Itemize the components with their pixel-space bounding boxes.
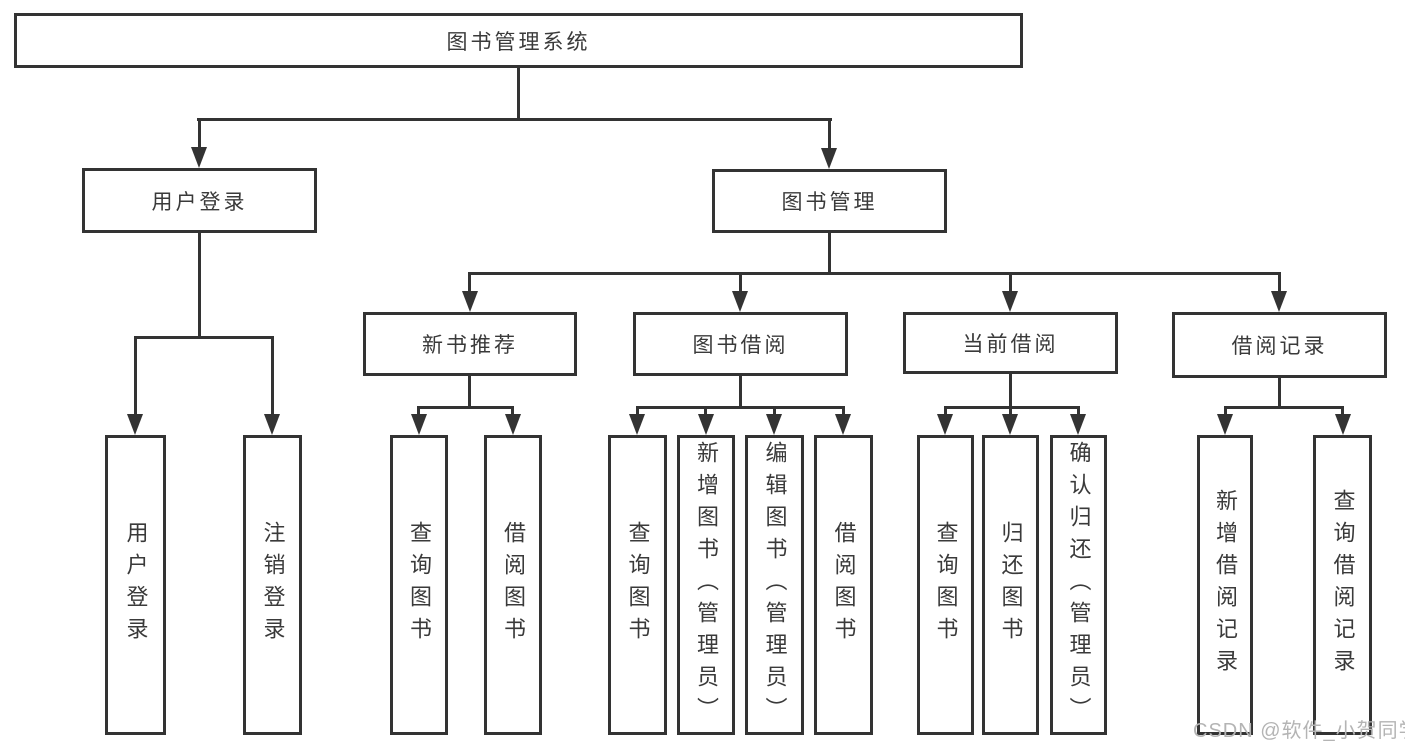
arrowhead-icon	[629, 414, 645, 435]
leaf-label: 查询图书	[625, 521, 651, 649]
connector-line	[828, 120, 831, 150]
arrowhead-icon	[462, 291, 478, 312]
leaf-query-books-current: 查询图书	[917, 435, 974, 735]
connector-line	[1009, 408, 1012, 416]
arrowhead-icon	[505, 414, 521, 435]
connector-line	[828, 232, 831, 272]
arrowhead-icon	[835, 414, 851, 435]
leaf-query-books-borrow: 查询图书	[608, 435, 667, 735]
leaf-logout: 注销登录	[243, 435, 302, 735]
connector-line	[517, 68, 520, 118]
leaf-label: 查询图书	[407, 521, 432, 649]
arrowhead-icon	[937, 414, 953, 435]
connector-line	[636, 408, 639, 416]
arrowhead-icon	[1002, 291, 1018, 312]
connector-line	[134, 338, 137, 414]
connector-line	[468, 274, 471, 292]
leaf-confirm-return-admin: 确认归还（管理员）	[1050, 435, 1107, 735]
leaf-label: 确认归还（管理员）	[1066, 441, 1092, 729]
connector-line	[271, 338, 274, 414]
node-library-management-system: 图书管理系统	[14, 13, 1023, 68]
connector-line	[468, 272, 1281, 275]
connector-line	[1278, 274, 1281, 292]
connector-line	[842, 408, 845, 416]
arrowhead-icon	[1271, 291, 1287, 312]
connector-line	[1341, 408, 1344, 416]
connector-line	[1009, 274, 1012, 292]
leaf-borrow-books-recommend: 借阅图书	[484, 435, 542, 735]
connector-line	[1224, 406, 1344, 409]
connector-line	[417, 406, 514, 409]
connector-line	[198, 120, 201, 150]
connector-line	[944, 408, 947, 416]
node-book-management: 图书管理	[712, 169, 947, 233]
connector-line	[468, 376, 471, 406]
leaf-label: 新增图书（管理员）	[694, 441, 719, 729]
leaf-label: 编辑图书（管理员）	[762, 441, 788, 729]
leaf-label: 用户登录	[123, 521, 149, 649]
leaf-label: 归还图书	[998, 521, 1024, 649]
connector-line	[417, 408, 420, 416]
arrowhead-icon	[766, 414, 782, 435]
node-book-borrow: 图书借阅	[633, 312, 848, 376]
node-user-login: 用户登录	[82, 168, 317, 233]
node-new-book-recommend: 新书推荐	[363, 312, 577, 376]
arrowhead-icon	[732, 291, 748, 312]
arrowhead-icon	[1217, 414, 1233, 435]
connector-line	[739, 274, 742, 292]
leaf-label: 借阅图书	[831, 521, 857, 649]
connector-line	[134, 336, 274, 339]
leaf-label: 新增借阅记录	[1213, 489, 1238, 681]
arrowhead-icon	[698, 414, 714, 435]
leaf-return-books: 归还图书	[982, 435, 1039, 735]
connector-line	[511, 408, 514, 416]
connector-line	[1077, 408, 1080, 416]
node-current-borrow: 当前借阅	[903, 312, 1118, 374]
arrowhead-icon	[1335, 414, 1351, 435]
connector-line	[704, 408, 707, 416]
arrowhead-icon	[127, 414, 143, 435]
leaf-add-borrow-record: 新增借阅记录	[1197, 435, 1253, 735]
connector-line	[197, 118, 832, 121]
connector-line	[773, 408, 776, 416]
arrowhead-icon	[821, 148, 837, 169]
connector-line	[1009, 374, 1012, 406]
leaf-label: 借阅图书	[501, 521, 526, 649]
leaf-edit-book-admin: 编辑图书（管理员）	[745, 435, 804, 735]
arrowhead-icon	[1002, 414, 1018, 435]
leaf-add-book-admin: 新增图书（管理员）	[677, 435, 735, 735]
csdn-watermark: CSDN @软件_小贺同学	[1193, 720, 1405, 742]
arrowhead-icon	[264, 414, 280, 435]
leaf-query-books-recommend: 查询图书	[390, 435, 448, 735]
node-borrow-records: 借阅记录	[1172, 312, 1387, 378]
connector-line	[739, 376, 742, 406]
leaf-label: 注销登录	[260, 521, 286, 649]
connector-line	[1278, 378, 1281, 406]
connector-line	[198, 233, 201, 336]
arrowhead-icon	[411, 414, 427, 435]
leaf-query-borrow-record: 查询借阅记录	[1313, 435, 1372, 735]
connector-line	[1224, 408, 1227, 416]
arrowhead-icon	[191, 147, 207, 168]
connector-line	[944, 406, 1080, 409]
leaf-label: 查询图书	[933, 521, 959, 649]
leaf-user-login: 用户登录	[105, 435, 166, 735]
leaf-label: 查询借阅记录	[1330, 489, 1356, 681]
connector-line	[636, 406, 845, 409]
leaf-borrow-books: 借阅图书	[814, 435, 873, 735]
arrowhead-icon	[1070, 414, 1086, 435]
